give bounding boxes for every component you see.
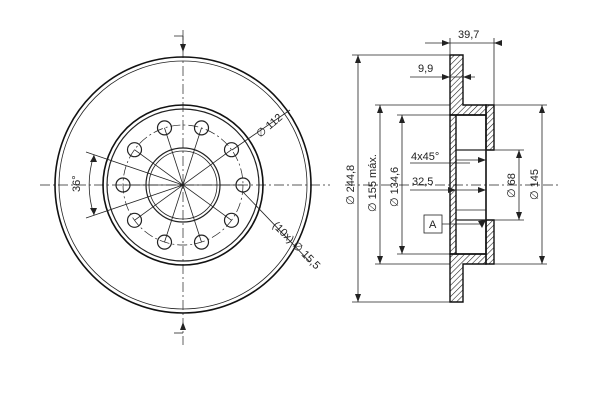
bolt-hole <box>156 234 173 250</box>
hat-outer-circle <box>102 104 264 266</box>
bottom-center-arrow <box>180 322 186 330</box>
section-flange-bottom <box>485 219 495 265</box>
bolt-hole <box>223 142 240 158</box>
bolt-hole <box>193 120 210 136</box>
bolt-hole <box>126 142 143 158</box>
hat-diameter-label: ∅ 134,6 <box>389 167 401 207</box>
disc-outer-circle <box>54 56 312 314</box>
hat-inner-circle <box>106 108 260 262</box>
bolt-spec-label: (10x) ∅ 15,5 <box>270 220 322 272</box>
pcd-leader <box>231 109 291 151</box>
hat-thickness-label: 9,9 <box>418 63 433 75</box>
angle-arrow-bottom <box>90 208 97 215</box>
section-bottom-friction <box>449 253 487 303</box>
section-view: ∅ 244,8 ∅ 155 máx. ∅ 134,6 39,7 <box>345 29 560 303</box>
bolt-hole <box>126 212 143 228</box>
section-top-friction <box>449 54 487 116</box>
angle-label: 36° <box>71 175 83 192</box>
max-diameter-label: ∅ 155 máx. <box>367 154 379 212</box>
bolt-holes <box>115 120 251 250</box>
outer-diameter-label: ∅ 244,8 <box>345 165 357 205</box>
datum-label: A <box>429 219 437 231</box>
flange-diameter-label: ∅ 145 <box>529 169 541 200</box>
section-flange-top <box>485 104 495 151</box>
top-center-arrow <box>180 44 186 52</box>
offset-label: 32,5 <box>412 176 433 188</box>
hat-outline <box>456 114 487 255</box>
chamfer-label: 4x45° <box>411 151 439 163</box>
total-width-label: 39,7 <box>458 29 479 41</box>
bolt-hole <box>193 234 210 250</box>
bolt-hole <box>156 120 173 136</box>
angle-arrow-top <box>90 155 97 162</box>
angle-leader-bottom <box>85 184 184 219</box>
pcd-label: ∅ 112 <box>254 112 285 141</box>
bore-diameter-label: ∅ 68 <box>506 173 518 198</box>
bolt-leader <box>242 191 311 263</box>
front-view: 36° ∅ 112 (10x) ∅ 15,5 <box>40 30 330 345</box>
disc-outer-edge <box>58 60 308 310</box>
section-hat-wall <box>449 114 457 255</box>
angle-leader-top <box>85 151 184 186</box>
bolt-hole <box>223 212 240 228</box>
